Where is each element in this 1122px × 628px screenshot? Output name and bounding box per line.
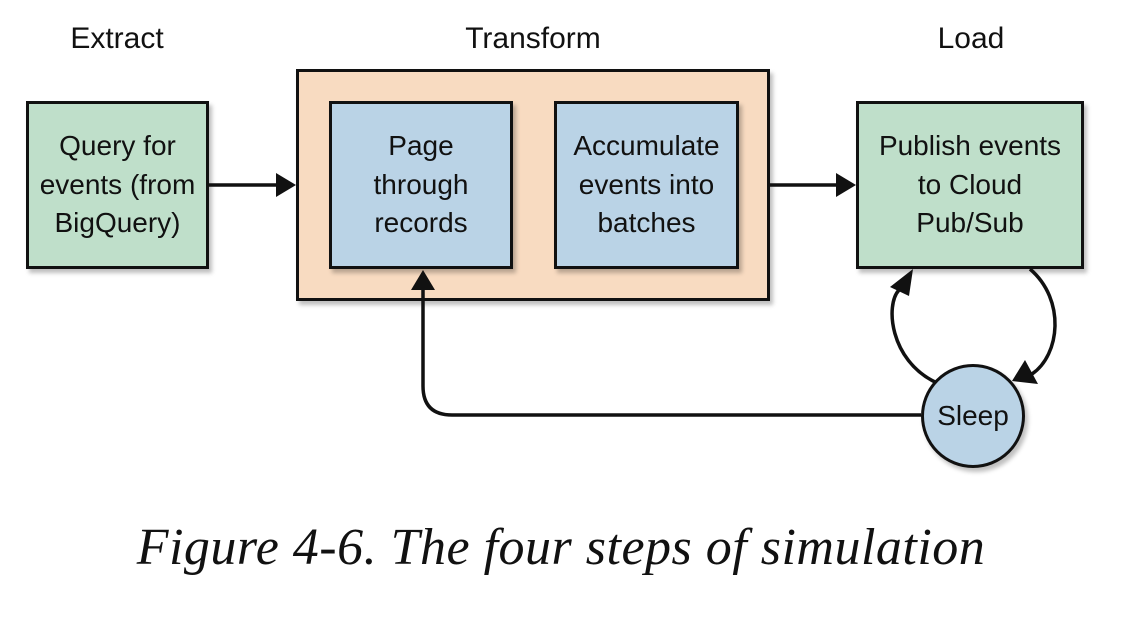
stage-label-extract: Extract — [70, 22, 164, 55]
figure-caption: Figure 4-6. The four steps of simulation — [136, 519, 986, 576]
arrow-transform-to-load — [770, 173, 856, 197]
arrow-extract-to-transform — [209, 173, 296, 197]
node-page-records-label: Page through records — [373, 130, 469, 239]
arrow-sleep-to-page-records — [411, 270, 921, 417]
node-sleep: Sleep — [921, 364, 1025, 468]
node-publish-events-label: Publish events to Cloud Pub/Sub — [878, 130, 1062, 239]
stage-label-transform: Transform — [465, 22, 601, 55]
node-sleep-label: Sleep — [937, 400, 1009, 431]
arrow-publish-to-sleep — [1012, 267, 1057, 384]
node-accumulate-batches: Accumulate events into batches — [554, 101, 739, 269]
node-page-records: Page through records — [329, 101, 513, 269]
node-query-events: Query for events (from BigQuery) — [26, 101, 209, 269]
arrow-sleep-to-publish — [890, 269, 936, 384]
node-publish-events: Publish events to Cloud Pub/Sub — [856, 101, 1084, 269]
node-accumulate-batches-label: Accumulate events into batches — [573, 130, 720, 239]
node-query-events-label: Query for events (from BigQuery) — [39, 130, 196, 239]
stage-label-load: Load — [937, 22, 1005, 55]
